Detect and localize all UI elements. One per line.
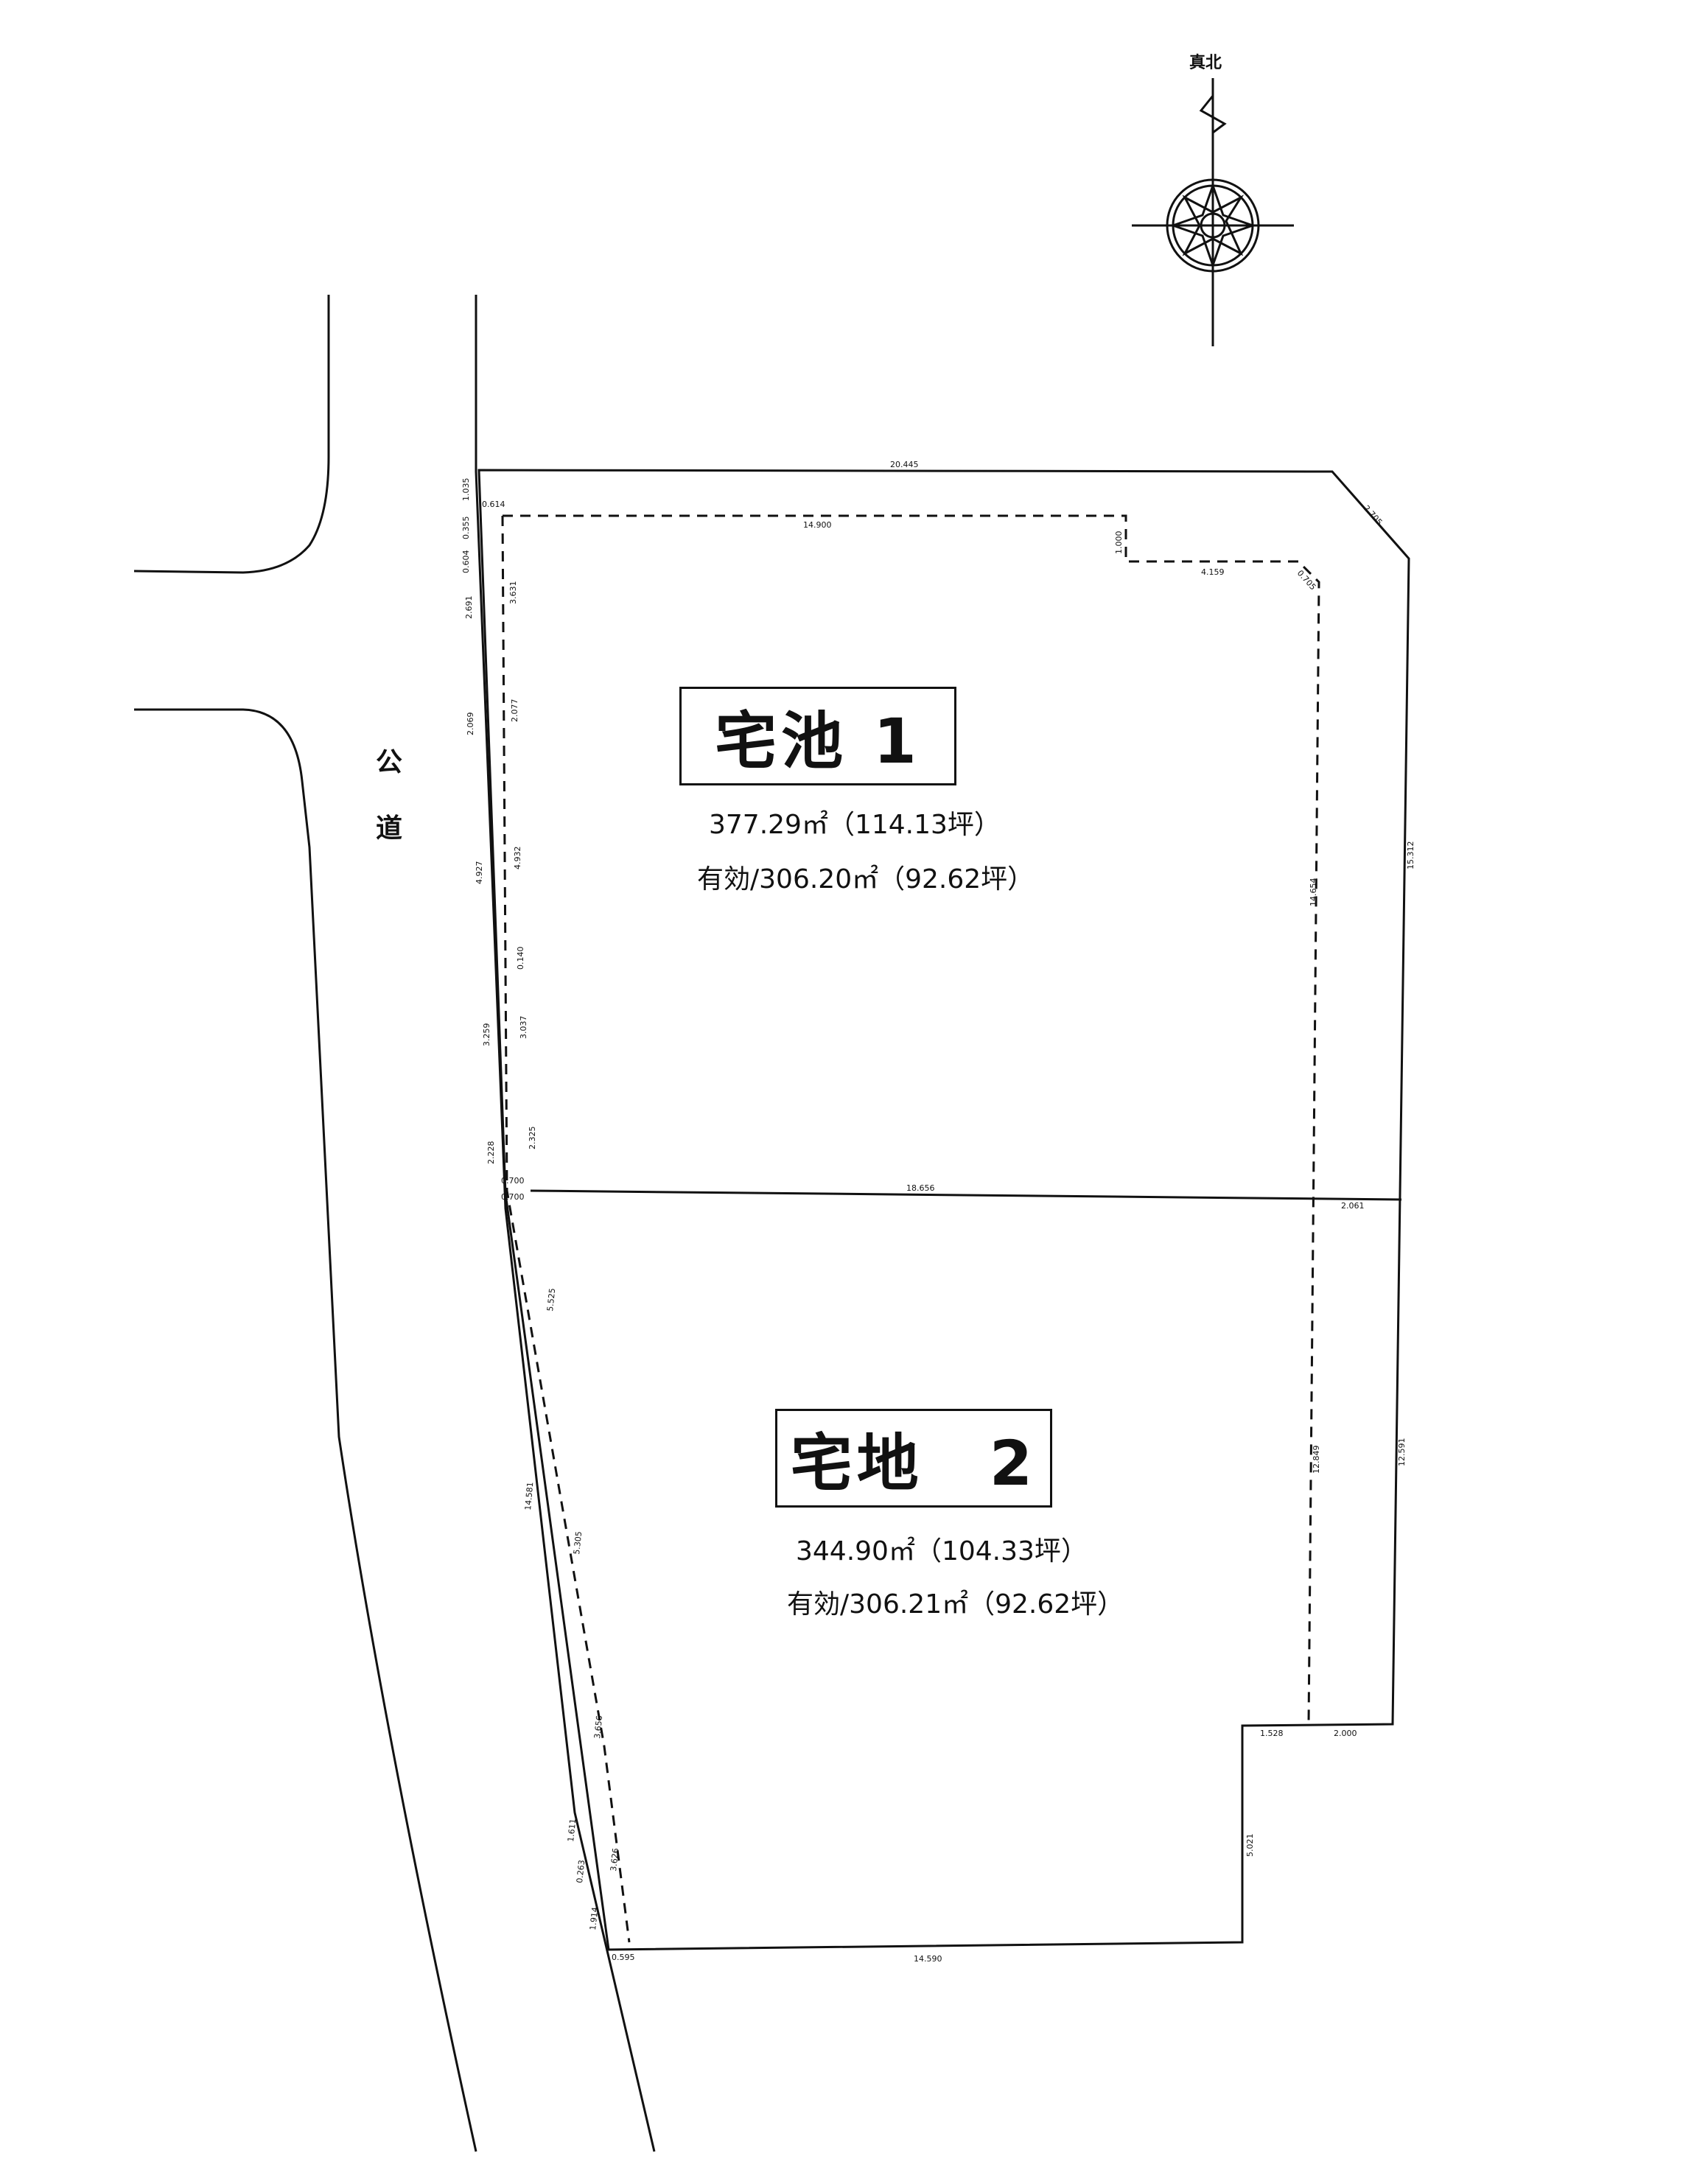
dim-divider-east: 2.061 — [1341, 1201, 1365, 1211]
dim-dash-top: 14.900 — [803, 520, 832, 530]
dim-west-1: 1.035 — [461, 478, 471, 502]
lot1-area: 377.29㎡（114.13坪） — [709, 810, 1001, 840]
dim-notch-v: 5.021 — [1245, 1834, 1255, 1858]
dim-west-7: 3.259 — [482, 1023, 491, 1047]
dim-dash-w-8: 5.305 — [572, 1531, 584, 1555]
dimension-labels: 20.445 2.705 15.312 12.591 14.900 1.000 … — [461, 460, 1415, 1964]
lot2-name: 宅地 2 — [790, 1426, 1037, 1499]
dim-west-11: 1.914 — [588, 1907, 600, 1931]
lot1-name: 宅池 1 — [715, 704, 921, 777]
dim-west-2: 0.355 — [461, 517, 471, 540]
road-east-edge — [475, 295, 656, 2152]
dim-dash-w-9: 3.656 — [592, 1715, 604, 1740]
dim-west-4: 2.691 — [464, 596, 474, 620]
lot2-effective: 有効/306.21㎡（92.62坪） — [787, 1589, 1124, 1620]
road-west-upper-edge — [133, 295, 330, 574]
dim-east-lower: 12.591 — [1397, 1438, 1407, 1467]
dim-divider: 18.656 — [906, 1183, 935, 1193]
dim-dash-w-2: 2.077 — [510, 699, 519, 723]
dim-west-lower: 14.581 — [523, 1482, 535, 1510]
dim-offset-bottom: 0.595 — [612, 1953, 635, 1962]
lot1-name-box: 宅池 1 — [679, 687, 956, 785]
dim-dash-w-5: 3.037 — [519, 1016, 528, 1040]
lot1-effective: 有効/306.20㎡（92.62坪） — [697, 864, 1035, 895]
road-label-2: 道 — [376, 813, 402, 844]
north-label: 真北 — [1189, 53, 1222, 72]
dim-bottom: 14.590 — [914, 1954, 942, 1964]
dim-notch-h-1: 1.528 — [1260, 1729, 1284, 1738]
dim-dash-step-h: 4.159 — [1201, 567, 1225, 577]
dim-dash-w-1: 3.631 — [508, 581, 518, 605]
dim-offset-top: 0.614 — [482, 500, 505, 509]
dim-offset-div-2: 0.700 — [501, 1192, 525, 1202]
lot2-name-box: 宅地 2 — [775, 1409, 1052, 1508]
dim-east-upper: 15.312 — [1406, 841, 1415, 870]
road-label-1: 公 — [376, 747, 402, 777]
lot2-area: 344.90㎡（104.33坪） — [796, 1536, 1088, 1566]
dim-west-10: 0.263 — [575, 1860, 587, 1884]
lot-boundary — [477, 469, 1410, 1951]
road-edges — [133, 295, 656, 2152]
dim-west-9: 1.611 — [566, 1818, 578, 1843]
dim-notch-h-2: 2.000 — [1334, 1729, 1357, 1738]
dim-dash-east-lower: 12.849 — [1312, 1446, 1321, 1474]
dim-dash-step-v: 1.000 — [1114, 531, 1124, 555]
north-compass: 真北 — [1132, 53, 1294, 346]
dim-corner-ne: 2.705 — [1362, 503, 1385, 527]
effective-area-outline — [501, 514, 1320, 1943]
dim-dash-w-6: 2.325 — [528, 1127, 537, 1150]
dim-top: 20.445 — [890, 460, 919, 469]
road-west-lower-edge — [134, 708, 477, 2152]
dim-offset-div-1: 0.700 — [501, 1176, 525, 1186]
dim-west-8: 2.228 — [486, 1141, 496, 1165]
lot-divider — [530, 1189, 1402, 1201]
dim-west-3: 0.604 — [461, 550, 471, 574]
dim-west-6: 4.927 — [475, 861, 484, 885]
dim-dash-w-7: 5.525 — [545, 1288, 557, 1312]
dim-dash-w-3: 4.932 — [513, 847, 522, 870]
dim-dash-w-10: 3.626 — [609, 1848, 620, 1872]
dim-west-5: 2.069 — [466, 713, 475, 736]
dim-dash-east-upper: 14.654 — [1309, 878, 1318, 907]
dim-dash-w-4: 0.140 — [516, 947, 525, 970]
dim-dash-corner: 0.705 — [1295, 568, 1318, 592]
